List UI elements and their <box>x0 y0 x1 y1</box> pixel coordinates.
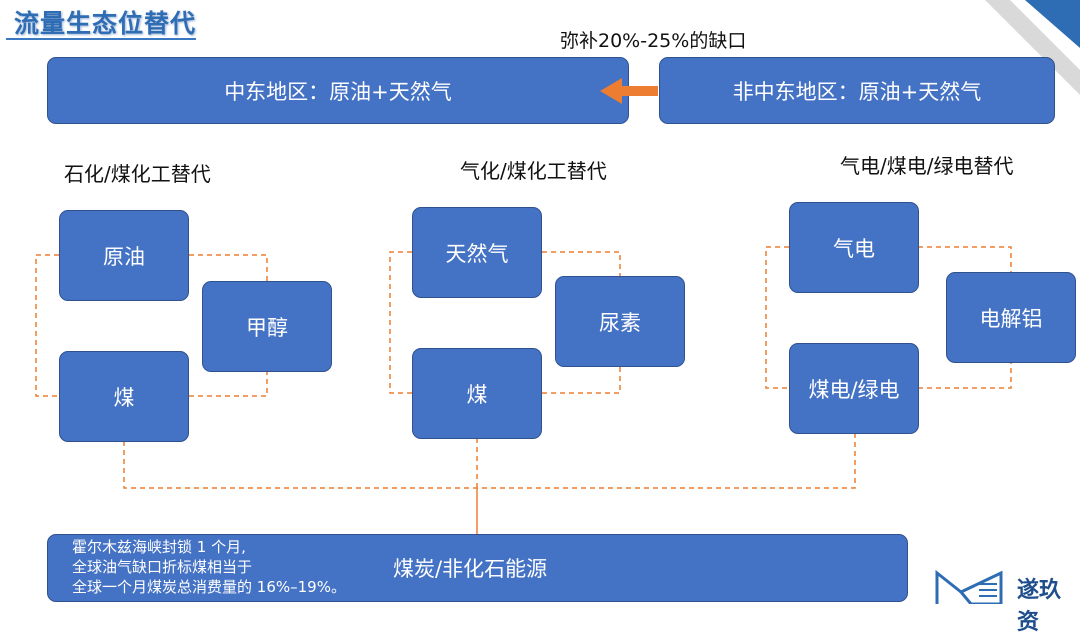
logo-icon <box>935 570 1003 604</box>
bottom-box: 煤炭/非化石能源 <box>47 534 908 602</box>
box-gas-power: 气电 <box>789 202 919 293</box>
box-crude-oil: 原油 <box>59 210 189 301</box>
box-coal-green-power: 煤电/绿电 <box>789 343 919 434</box>
group-label-gasification: 气化/煤化工替代 <box>460 159 607 183</box>
corner-decoration <box>985 0 1080 95</box>
box-coal-2: 煤 <box>412 348 542 439</box>
group-label-petrochem: 石化/煤化工替代 <box>64 162 211 186</box>
title-underline <box>6 38 196 40</box>
box-natural-gas: 天然气 <box>412 207 542 298</box>
non-middle-east-box: 非中东地区：原油+天然气 <box>659 57 1055 124</box>
box-urea: 尿素 <box>555 276 685 367</box>
logo-text: 遂玖资 <box>1017 578 1062 635</box>
arrow-icon <box>600 78 658 104</box>
box-coal-1: 煤 <box>59 351 189 442</box>
connectors <box>35 78 1012 534</box>
middle-east-box: 中东地区：原油+天然气 <box>47 57 629 124</box>
bottom-note: 霍尔木兹海峡封锁 1 个月, 全球油气缺口折标煤相当于 全球一个月煤炭总消费量的… <box>72 537 346 597</box>
note-line: 全球一个月煤炭总消费量的 16%–19%。 <box>72 578 346 596</box>
group-label-power: 气电/煤电/绿电替代 <box>840 154 1014 178</box>
page-title: 流量生态位替代 <box>14 9 197 38</box>
box-electrolytic-aluminum: 电解铝 <box>946 272 1076 363</box>
note-line: 全球油气缺口折标煤相当于 <box>72 558 253 576</box>
logo: 遂玖资 <box>935 570 1080 635</box>
box-methanol: 甲醇 <box>202 281 332 372</box>
note-line: 霍尔木兹海峡封锁 1 个月, <box>72 538 246 556</box>
bottom-main-label: 煤炭/非化石能源 <box>393 557 548 581</box>
gap-label: 弥补20%-25%的缺口 <box>560 30 747 52</box>
